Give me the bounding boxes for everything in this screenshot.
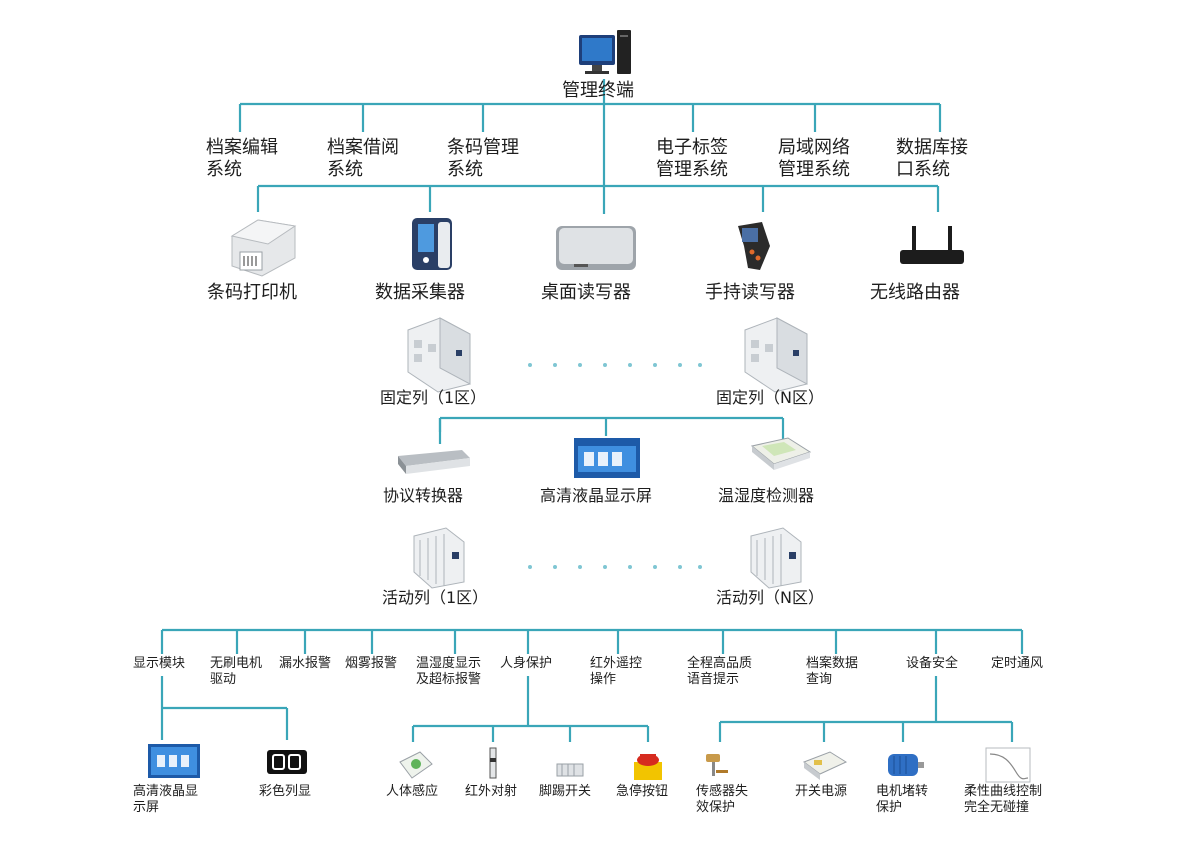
emergency-stop-icon bbox=[634, 754, 662, 780]
handheld-reader-icon bbox=[738, 222, 770, 270]
device-label: 手持读写器 bbox=[705, 282, 795, 303]
equipment-child-label: 电机堵转 保护 bbox=[876, 784, 929, 815]
motor-icon bbox=[888, 754, 924, 776]
device-label: 桌面读写器 bbox=[541, 282, 631, 303]
fixed-shelf-icon bbox=[744, 317, 808, 393]
safety-child-label: 红外对射 bbox=[465, 784, 518, 799]
system-label: 数据库接 口系统 bbox=[896, 137, 968, 180]
equipment-child-label: 柔性曲线控制 完全无碰撞 bbox=[964, 784, 1043, 815]
mobile-shelf-icon bbox=[413, 527, 465, 589]
controller-label: 温湿度检测器 bbox=[718, 486, 815, 505]
function-label: 温湿度显示 及超标报警 bbox=[416, 656, 482, 687]
system-label: 电子标签 管理系统 bbox=[656, 137, 728, 180]
lcd-screen-icon bbox=[574, 438, 640, 478]
fixed-column-label: 固定列（1区） bbox=[380, 388, 487, 407]
system-label: 条码管理 系统 bbox=[447, 137, 519, 180]
desktop-reader-icon bbox=[556, 226, 636, 270]
infrared-beam-icon bbox=[489, 747, 497, 779]
equipment-child-label: 开关电源 bbox=[795, 784, 848, 799]
function-label: 定时通风 bbox=[991, 656, 1044, 671]
body-sensor-icon bbox=[399, 751, 433, 779]
system-label: 档案编辑 系统 bbox=[206, 137, 278, 180]
power-supply-icon bbox=[802, 751, 848, 780]
data-collector-icon bbox=[412, 218, 452, 270]
function-label: 全程高品质 语音提示 bbox=[687, 656, 753, 687]
zone-ellipsis-dots bbox=[528, 363, 702, 569]
connector-lines bbox=[160, 79, 1024, 742]
function-label: 漏水报警 bbox=[279, 656, 332, 671]
mobile-shelf-icon bbox=[750, 527, 802, 589]
display-child-label: 高清液晶显 示屏 bbox=[133, 784, 199, 815]
device-label: 无线路由器 bbox=[870, 282, 960, 303]
function-label: 档案数据 查询 bbox=[806, 656, 859, 687]
function-label: 无刷电机 驱动 bbox=[210, 656, 263, 687]
controller-label: 高清液晶显示屏 bbox=[540, 486, 653, 505]
function-label: 显示模块 bbox=[133, 656, 186, 671]
kick-switch-icon bbox=[556, 763, 584, 777]
humidity-sensor-icon bbox=[750, 437, 812, 470]
safety-child-label: 人体感应 bbox=[386, 784, 439, 799]
mobile-column-label: 活动列（1区） bbox=[382, 588, 489, 607]
device-label: 数据采集器 bbox=[375, 282, 465, 303]
sensor-probe-icon bbox=[706, 754, 728, 776]
curve-chart-icon bbox=[985, 747, 1031, 783]
wireless-router-icon bbox=[900, 226, 964, 264]
function-label: 红外遥控 操作 bbox=[590, 656, 643, 687]
management-terminal-label: 管理终端 bbox=[562, 80, 634, 101]
equipment-child-label: 传感器失 效保护 bbox=[696, 784, 749, 815]
protocol-converter-icon bbox=[398, 450, 470, 474]
fixed-column-label: 固定列（N区） bbox=[716, 388, 824, 407]
system-label: 局域网络 管理系统 bbox=[778, 137, 850, 180]
mobile-column-label: 活动列（N区） bbox=[716, 588, 824, 607]
display-child-label: 彩色列显 bbox=[259, 784, 312, 799]
function-label: 设备安全 bbox=[906, 656, 959, 671]
desktop-computer-icon bbox=[579, 30, 631, 74]
function-label: 烟雾报警 bbox=[345, 656, 398, 671]
controller-label: 协议转换器 bbox=[383, 486, 464, 505]
fixed-shelf-icon bbox=[407, 317, 471, 393]
function-label: 人身保护 bbox=[500, 656, 553, 671]
safety-child-label: 急停按钮 bbox=[616, 784, 669, 799]
device-label: 条码打印机 bbox=[207, 282, 297, 303]
column-display-icon bbox=[267, 750, 307, 774]
safety-child-label: 脚踢开关 bbox=[539, 784, 592, 799]
barcode-printer-icon bbox=[230, 219, 297, 277]
system-label: 档案借阅 系统 bbox=[327, 137, 399, 180]
lcd-panel-icon bbox=[148, 744, 200, 778]
